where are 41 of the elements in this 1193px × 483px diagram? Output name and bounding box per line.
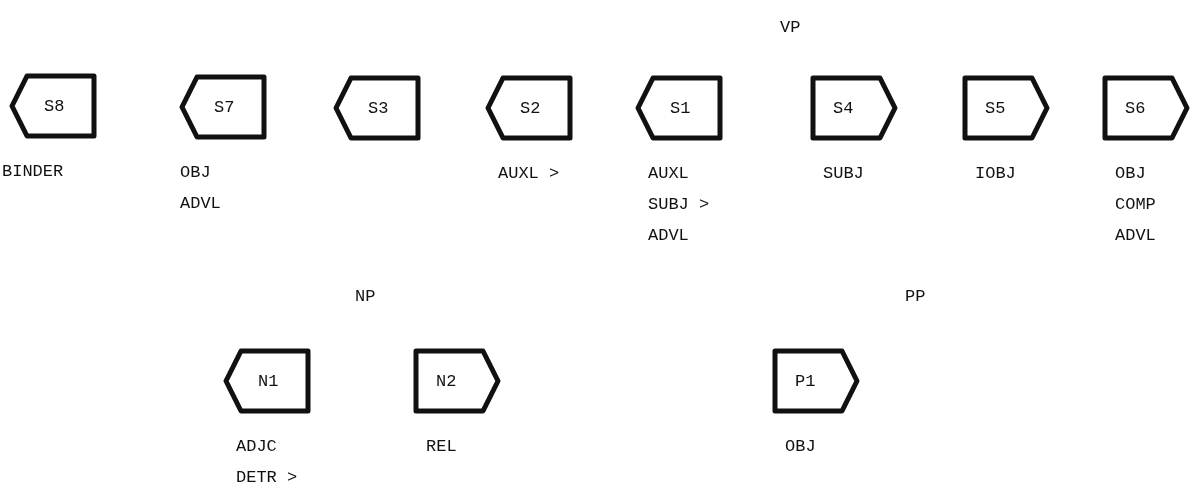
- role-label: ADVL: [648, 226, 689, 246]
- role-label: ADVL: [180, 194, 221, 214]
- node-label: S4: [833, 98, 854, 118]
- role-label: ADJC: [236, 437, 277, 457]
- left-pointing-box: [486, 75, 572, 141]
- role-label: SUBJ >: [648, 195, 710, 215]
- node-label: N1: [258, 371, 279, 391]
- role-label: SUBJ: [823, 164, 864, 184]
- left-pointing-box: [636, 75, 722, 141]
- role-label: COMP: [1115, 195, 1156, 215]
- node-label: S7: [214, 97, 235, 117]
- role-label: ADVL: [1115, 226, 1156, 246]
- right-pointing-box: [414, 348, 500, 414]
- role-label: DETR >: [236, 468, 298, 483]
- role-label: OBJ: [785, 437, 816, 457]
- node-label: S5: [985, 98, 1006, 118]
- node-label: N2: [436, 371, 457, 391]
- node-label: S6: [1125, 98, 1146, 118]
- role-label: BINDER: [2, 162, 64, 182]
- node-label: S2: [520, 98, 541, 118]
- left-pointing-box: [180, 74, 266, 140]
- node-label: P1: [795, 371, 816, 391]
- role-label: REL: [426, 437, 457, 457]
- left-pointing-box: [10, 73, 96, 139]
- node-label: S8: [44, 96, 65, 116]
- right-pointing-box: [773, 348, 859, 414]
- node-label: S1: [670, 98, 691, 118]
- right-pointing-box: [1103, 75, 1189, 141]
- role-label: OBJ: [1115, 164, 1146, 184]
- role-label: AUXL: [648, 164, 689, 184]
- left-pointing-box: [224, 348, 310, 414]
- phrase-heading: PP: [905, 287, 926, 306]
- role-label: OBJ: [180, 163, 211, 183]
- role-label: AUXL >: [498, 164, 560, 184]
- phrase-heading: VP: [780, 18, 801, 37]
- right-pointing-box: [811, 75, 897, 141]
- right-pointing-box: [963, 75, 1049, 141]
- left-pointing-box: [334, 75, 420, 141]
- phrase-heading: NP: [355, 287, 376, 306]
- node-label: S3: [368, 98, 389, 118]
- role-label: IOBJ: [975, 164, 1016, 184]
